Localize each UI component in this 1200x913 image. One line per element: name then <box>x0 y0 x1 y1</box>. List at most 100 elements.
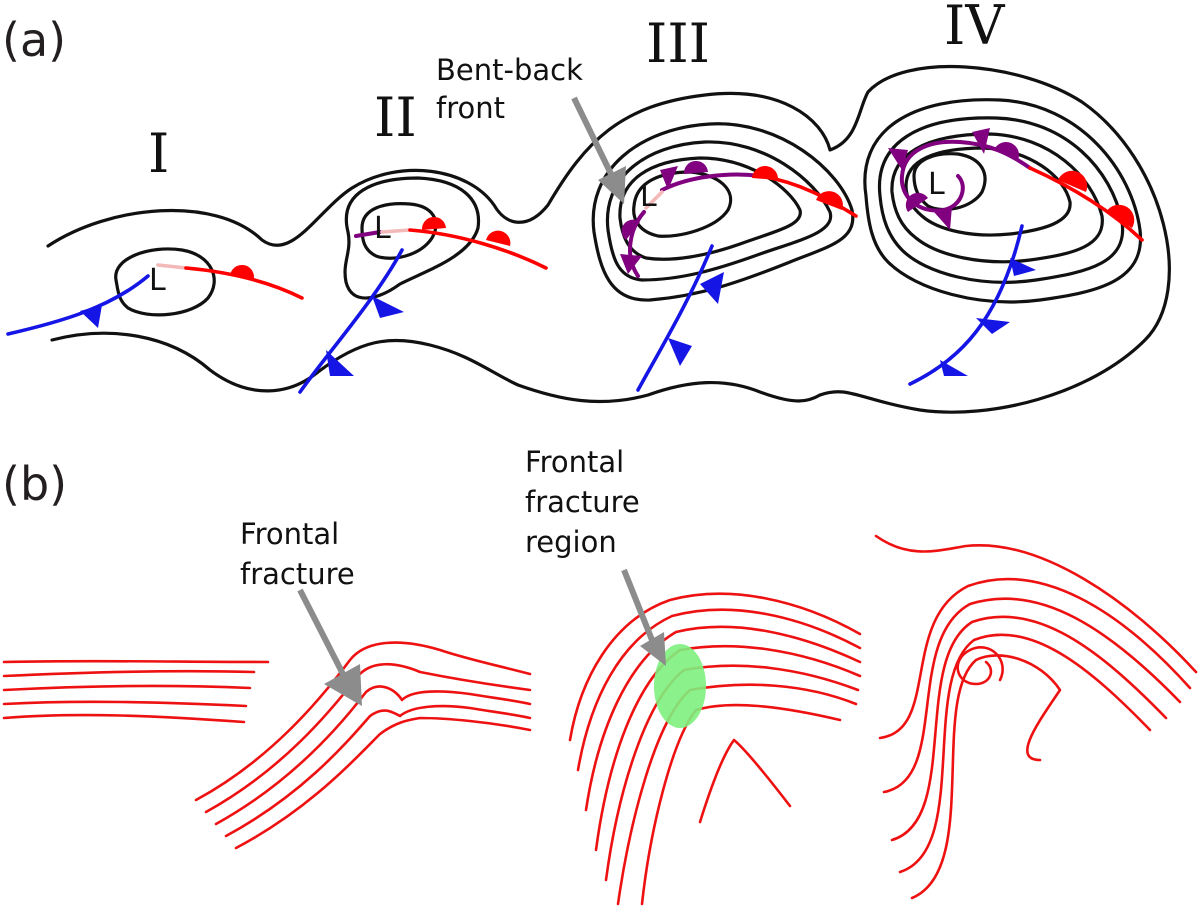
theta-line <box>890 615 1168 842</box>
stage3-occl-bump-2 <box>621 219 640 240</box>
theta-line <box>2 684 252 692</box>
stage3-occluded-front <box>628 210 646 278</box>
stage2-isobar-outer <box>343 176 481 300</box>
theta-line <box>2 713 246 724</box>
frontal-fracture-arrow-head <box>324 664 362 706</box>
theta-line <box>616 683 858 906</box>
theta-line <box>224 704 532 838</box>
stage4-cold-barb-3 <box>940 360 968 376</box>
stage2-cold-barb-1 <box>372 296 404 318</box>
theta-line <box>604 664 860 882</box>
stage4-warm-bump-1 <box>1058 170 1088 192</box>
stage4-isobar-1 <box>863 98 1143 304</box>
theta-line <box>214 685 532 826</box>
bent-back-annotation-line1: Bent-back <box>436 53 583 87</box>
theta-line <box>878 577 1192 740</box>
stage4-occl-barb-2 <box>888 148 908 170</box>
stage3-cold-barb-2 <box>668 338 692 366</box>
stage1-warm-front-bump <box>230 264 255 278</box>
theta-line <box>194 641 532 802</box>
theta-line <box>204 662 532 814</box>
bent-back-arrow-head <box>598 166 626 204</box>
panel-b: (b) Frontal fracture <box>2 445 1198 906</box>
stage3-faded-front <box>644 190 664 210</box>
low-label-stage2: L <box>374 211 391 246</box>
stage2-warm-bump-2 <box>486 230 511 246</box>
stage3-cold-barb-1 <box>700 272 724 304</box>
stage-label-1: I <box>148 122 169 185</box>
theta-line <box>2 669 256 678</box>
bent-back-annotation-line2: front <box>436 91 505 125</box>
stage3-occl-bump-1 <box>683 160 708 174</box>
bent-back-arrow-shaft <box>571 96 615 178</box>
stage4-cold-front <box>908 224 1024 386</box>
stage1-cold-front-barb <box>80 305 102 328</box>
fracture-region-arrow-shaft <box>621 568 655 642</box>
stage3-occluded-front-top <box>660 172 762 192</box>
outer-isobar-top <box>46 64 1171 414</box>
stage2-warm-front <box>408 228 548 270</box>
fracture-region-annotation-line2: fracture <box>525 485 640 519</box>
stage-label-4: IV <box>944 0 1005 57</box>
stage4-cold-barb-2 <box>976 318 1010 334</box>
panel-a: (a) I II III IV <box>2 0 1171 414</box>
low-label-stage1: L <box>149 263 166 298</box>
stage3-isobar-1 <box>591 122 855 302</box>
stage1-faded-front <box>156 263 188 270</box>
theta-lines-stage2 <box>194 641 532 850</box>
stage4-cold-barb-1 <box>1010 258 1036 276</box>
stage4-occl-bump-1 <box>994 142 1019 160</box>
stage4-isobar-3 <box>890 132 1104 264</box>
fracture-region-annotation-line1: Frontal <box>525 445 624 479</box>
frontal-fracture-region <box>654 644 706 728</box>
stage2-isobar-inner <box>360 202 438 260</box>
theta-line <box>640 703 842 906</box>
stage1-warm-front <box>184 266 304 300</box>
stage3-occl-barb-2 <box>620 254 642 274</box>
theta-lines-stage3 <box>568 592 862 906</box>
stage3-isobar-2 <box>605 140 833 282</box>
theta-line <box>698 738 792 824</box>
stage3-cold-front <box>636 244 714 392</box>
stage-label-2: II <box>374 86 417 149</box>
stage2-cold-front <box>298 248 404 394</box>
stage2-warm-bump-1 <box>421 216 446 230</box>
frontal-fracture-annotation-line1: Frontal <box>240 517 339 551</box>
theta-line <box>898 633 1152 874</box>
stage3-warm-bump-2 <box>816 191 843 210</box>
theta-line <box>576 608 862 772</box>
frontal-fracture-arrow-shaft <box>297 588 349 682</box>
theta-line <box>568 592 862 742</box>
theta-line <box>874 534 1198 674</box>
stage4-warm-front <box>1028 166 1144 242</box>
theta-lines-stage4 <box>874 534 1198 900</box>
theta-line <box>2 700 248 708</box>
stage4-isobar-4 <box>904 146 1072 237</box>
stage1-isobar <box>114 247 216 317</box>
stage2-faded-front <box>380 228 412 234</box>
stage2-cold-barb-2 <box>326 350 354 376</box>
fracture-region-arrow-head <box>640 632 666 666</box>
theta-line <box>584 625 862 812</box>
stage-label-3: III <box>646 12 710 75</box>
panel-b-label: (b) <box>2 457 67 511</box>
stage3-isobar-3 <box>618 156 802 261</box>
stage4-warm-bump-2 <box>1106 204 1135 228</box>
stage4-isobar-5 <box>912 152 987 212</box>
stage4-isobar-2 <box>877 116 1125 284</box>
frontal-fracture-annotation-line2: fracture <box>240 557 355 591</box>
theta-lines-stage1 <box>2 659 270 724</box>
theta-line <box>956 646 1004 686</box>
stage3-warm-bump-1 <box>752 165 779 180</box>
fracture-region-annotation-line3: region <box>525 525 617 559</box>
theta-line <box>2 659 270 664</box>
panel-a-label: (a) <box>2 13 66 67</box>
theta-line <box>882 597 1182 794</box>
low-label-stage3: L <box>640 179 657 214</box>
stage2-occluded-front <box>354 230 382 238</box>
stage3-occl-barb-1 <box>660 166 678 190</box>
theta-line <box>910 654 1062 900</box>
outer-isobar-bottom <box>50 331 822 404</box>
low-label-stage4: L <box>928 167 945 202</box>
stage4-occl-barb-3 <box>934 206 952 230</box>
